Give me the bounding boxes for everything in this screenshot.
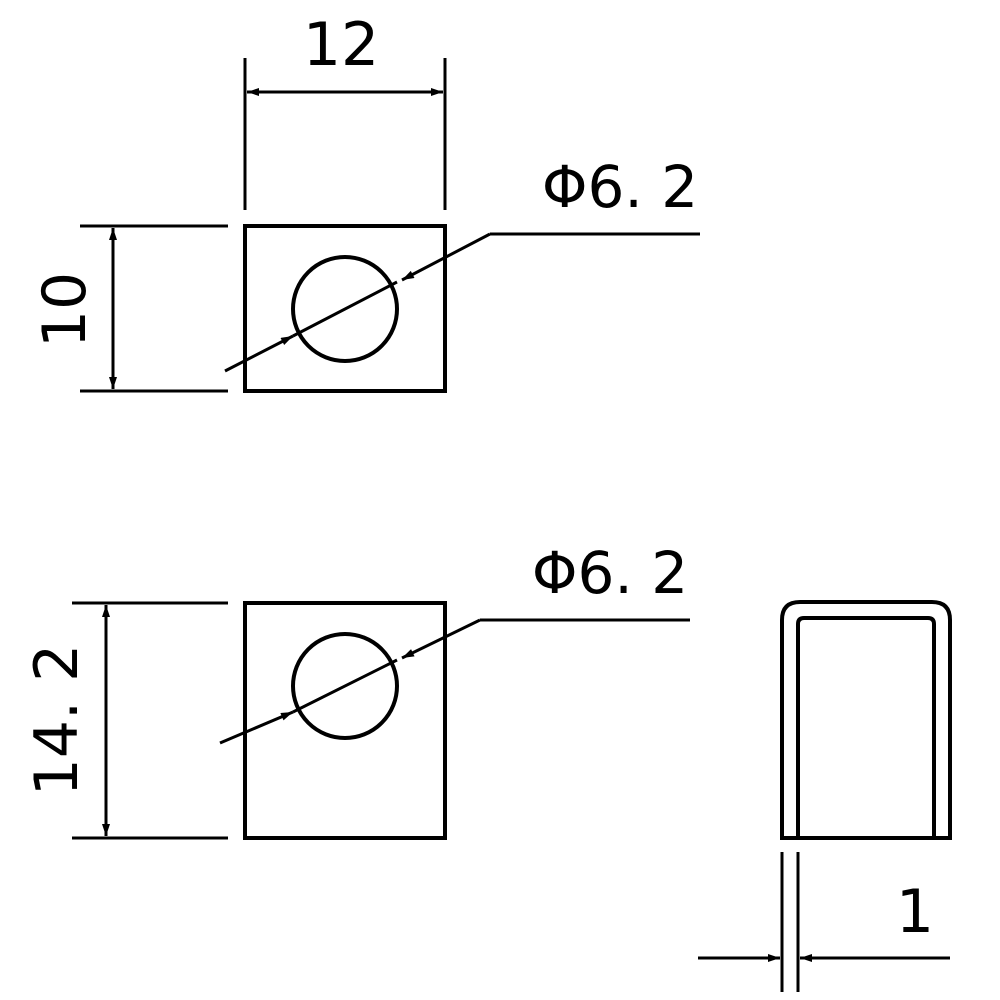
side-view-outer-profile (780, 600, 952, 840)
front-hole-diameter-label: Φ6. 2 (532, 539, 688, 607)
front-view-hole (291, 632, 399, 740)
top-view (80, 58, 700, 393)
side-thickness-label: 1 (896, 877, 934, 947)
top-view-hole (291, 255, 399, 363)
front-view (72, 601, 690, 840)
side-view-inner-profile (796, 616, 936, 838)
front-view-outline (243, 601, 447, 840)
side-view (698, 600, 952, 992)
top-hole-leader (224, 334, 294, 373)
front-height-label: 14. 2 (22, 644, 92, 797)
top-hole-diameter-label: Φ6. 2 (542, 153, 698, 221)
top-width-label: 12 (303, 10, 379, 80)
top-view-outline (243, 224, 447, 393)
top-height-label: 10 (30, 272, 100, 348)
front-hole-leader (219, 710, 294, 745)
